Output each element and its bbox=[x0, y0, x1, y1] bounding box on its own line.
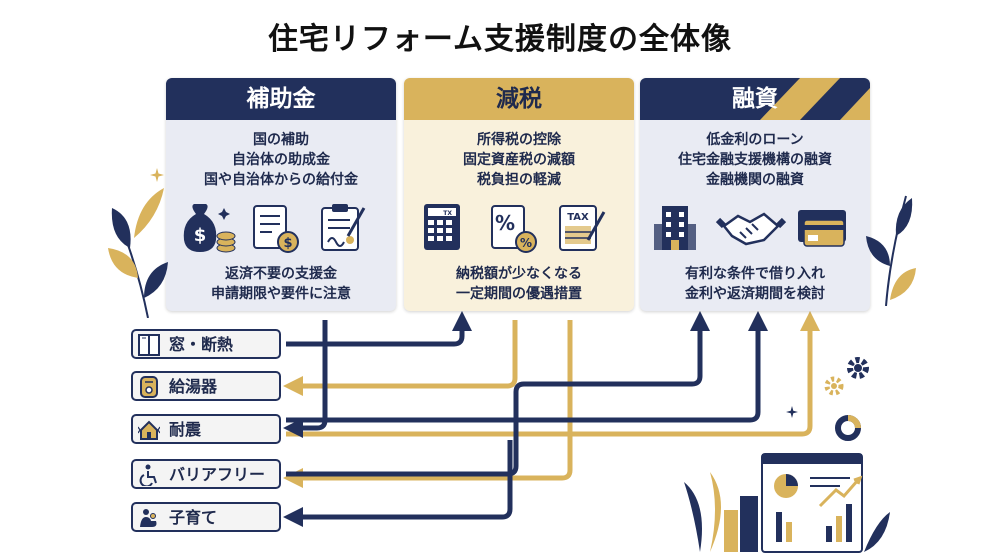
gear-icon bbox=[824, 357, 869, 441]
parent-child-icon bbox=[140, 509, 157, 527]
tax-clipboard-label: TAX bbox=[567, 212, 589, 223]
sparkle-icon bbox=[786, 406, 798, 418]
tax-note: 納税額が少なくなる bbox=[456, 266, 582, 282]
category-barrier-free: バリアフリー bbox=[131, 459, 281, 489]
quake-house-icon bbox=[138, 420, 160, 440]
sparkle-icon bbox=[150, 168, 164, 182]
tax-lines: 所得税の控除 固定資産税の減額 税負担の軽減 bbox=[404, 130, 634, 190]
money-bag-icon: $ bbox=[183, 204, 236, 253]
subsidy-line: 国や自治体からの給付金 bbox=[204, 172, 358, 188]
subsidy-card: 補助金 国の補助 自治体の助成金 国や自治体からの給付金 $ $ bbox=[166, 78, 396, 311]
clipboard-sign-icon bbox=[321, 204, 366, 251]
category-label: 給湯器 bbox=[169, 377, 218, 396]
svg-text:%: % bbox=[520, 236, 532, 250]
category-earthquake: 耐震 bbox=[131, 414, 281, 444]
water-heater-icon bbox=[140, 376, 158, 398]
arrow-tax-to-barrierfree bbox=[283, 320, 573, 488]
arrow-tax-to-water-heater bbox=[283, 320, 518, 396]
loan-line: 低金利のローン bbox=[706, 132, 804, 148]
arrow-tax-to-childcare bbox=[283, 440, 513, 527]
tax-notes: 納税額が少なくなる 一定期間の優遇措置 bbox=[404, 264, 634, 304]
loan-note: 金利や返済期間を検討 bbox=[685, 286, 825, 302]
loan-icons bbox=[654, 206, 846, 250]
tax-line: 所得税の控除 bbox=[477, 132, 561, 148]
subsidy-icons: $ $ bbox=[183, 204, 366, 253]
tax-clipboard-icon: TAX bbox=[559, 205, 606, 251]
window-icon bbox=[138, 334, 160, 356]
svg-text:%: % bbox=[495, 211, 515, 235]
leaf-decoration-left bbox=[108, 188, 168, 318]
wheelchair-icon bbox=[139, 464, 157, 486]
percent-document-icon: % % bbox=[491, 205, 537, 253]
tax-card: 減税 所得税の控除 固定資産税の減額 税負担の軽減 TX % % TAX bbox=[404, 78, 634, 311]
subsidy-line: 国の補助 bbox=[253, 132, 309, 148]
analytics-dashboard-illustration bbox=[684, 453, 890, 553]
document-coin-icon: $ bbox=[253, 205, 299, 253]
category-label: 窓・断熱 bbox=[169, 335, 234, 354]
category-window-insulation: 窓・断熱 bbox=[131, 329, 281, 359]
loan-header: 融資 bbox=[732, 86, 778, 112]
tax-note: 一定期間の優遇措置 bbox=[456, 286, 582, 302]
tax-line: 税負担の軽減 bbox=[477, 172, 561, 188]
subsidy-note: 返済不要の支援金 bbox=[225, 266, 337, 282]
calculator-tx-label: TX bbox=[443, 210, 452, 217]
credit-card-icon bbox=[798, 210, 846, 247]
arrow-window-to-tax bbox=[286, 311, 472, 347]
subsidy-header: 補助金 bbox=[166, 78, 396, 120]
subsidy-lines: 国の補助 自治体の助成金 国や自治体からの給付金 bbox=[166, 130, 396, 190]
page-title: 住宅リフォーム支援制度の全体像 bbox=[267, 22, 733, 57]
loan-line: 住宅金融支援機構の融資 bbox=[678, 152, 832, 168]
loan-note: 有利な条件で借り入れ bbox=[685, 266, 825, 282]
category-label: 子育て bbox=[169, 508, 218, 527]
bank-building-icon bbox=[654, 206, 696, 250]
loan-line: 金融機関の融資 bbox=[706, 172, 804, 188]
category-childcare: 子育て bbox=[131, 502, 281, 532]
loan-card: 融資 低金利のローン 住宅金融支援機構の融資 金融機関の融資 bbox=[640, 78, 870, 311]
header-accent-stripe bbox=[760, 78, 870, 120]
arrow-subsidy-to-quake bbox=[283, 320, 328, 438]
tax-header: 減税 bbox=[404, 78, 634, 120]
handshake-icon bbox=[715, 212, 787, 246]
loan-lines: 低金利のローン 住宅金融支援機構の融資 金融機関の融資 bbox=[640, 130, 870, 190]
category-label: 耐震 bbox=[169, 420, 202, 439]
loan-header-bar: 融資 bbox=[640, 78, 870, 120]
tax-icons: TX % % TAX bbox=[424, 204, 606, 253]
category-label: バリアフリー bbox=[169, 465, 266, 484]
arrow-barrierfree-to-loan bbox=[286, 311, 710, 477]
category-water-heater: 給湯器 bbox=[131, 371, 281, 401]
leaf-decoration-right bbox=[866, 195, 916, 306]
svg-text:$: $ bbox=[283, 236, 292, 251]
subsidy-note: 申請期限や要件に注意 bbox=[211, 286, 351, 302]
arrow-quake-to-loan-navy bbox=[286, 311, 768, 423]
svg-text:$: $ bbox=[194, 225, 207, 246]
tax-line: 固定資産税の減額 bbox=[463, 152, 575, 168]
subsidy-line: 自治体の助成金 bbox=[232, 152, 330, 168]
arrow-quake-to-loan bbox=[286, 311, 820, 437]
subsidy-notes: 返済不要の支援金 申請期限や要件に注意 bbox=[166, 264, 396, 304]
loan-notes: 有利な条件で借り入れ 金利や返済期間を検討 bbox=[640, 264, 870, 304]
calculator-icon: TX bbox=[424, 204, 460, 250]
